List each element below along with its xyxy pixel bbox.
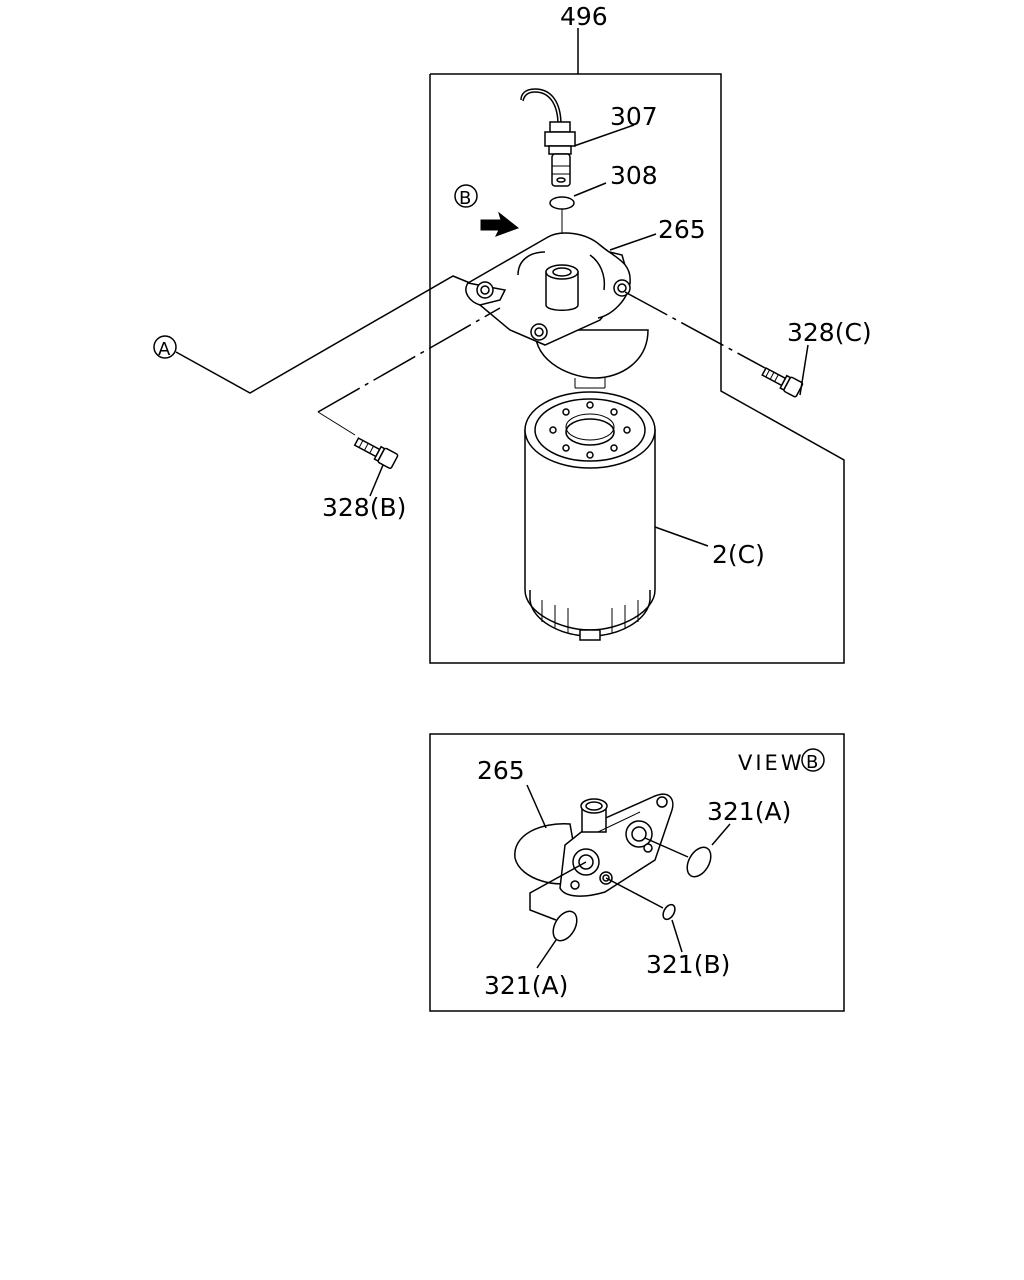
svg-text:B: B: [459, 188, 471, 209]
label-265-top: 265: [658, 215, 706, 244]
label-328c: 328(C): [787, 318, 872, 347]
bolt-328b-part: [353, 437, 399, 469]
svg-text:B: B: [806, 752, 818, 773]
oring-321a-right-part: [686, 846, 712, 878]
label-2c: 2(C): [712, 540, 765, 569]
head-view-265-part: [514, 793, 674, 897]
label-321a-bottom: 321(A): [484, 971, 568, 1000]
svg-text:A: A: [158, 339, 171, 360]
filter-head-265-part: [465, 232, 649, 389]
label-321a-right: 321(A): [707, 797, 791, 826]
label-308: 308: [610, 161, 658, 190]
view-b-frame: [429, 733, 845, 1012]
label-321b: 321(B): [646, 950, 730, 979]
view-b-circle: B: [801, 748, 825, 773]
label-328b: 328(B): [322, 493, 406, 522]
label-265-view: 265: [477, 756, 525, 785]
label-307: 307: [610, 102, 658, 131]
switch-307-part: [520, 88, 576, 187]
callout-a-circle: A: [153, 335, 177, 360]
callout-b-circle: B: [454, 184, 478, 209]
oring-321a-bottom-part: [552, 910, 578, 942]
oring-308-part: [549, 196, 575, 210]
assembly-frame: [429, 28, 845, 664]
view-arrow: [480, 211, 520, 237]
view-label: VIEW: [738, 751, 805, 775]
oring-321b-part: [662, 903, 676, 921]
filter-2c-part: [524, 391, 656, 641]
label-496: 496: [560, 2, 608, 31]
bolt-328c-part: [761, 367, 804, 398]
